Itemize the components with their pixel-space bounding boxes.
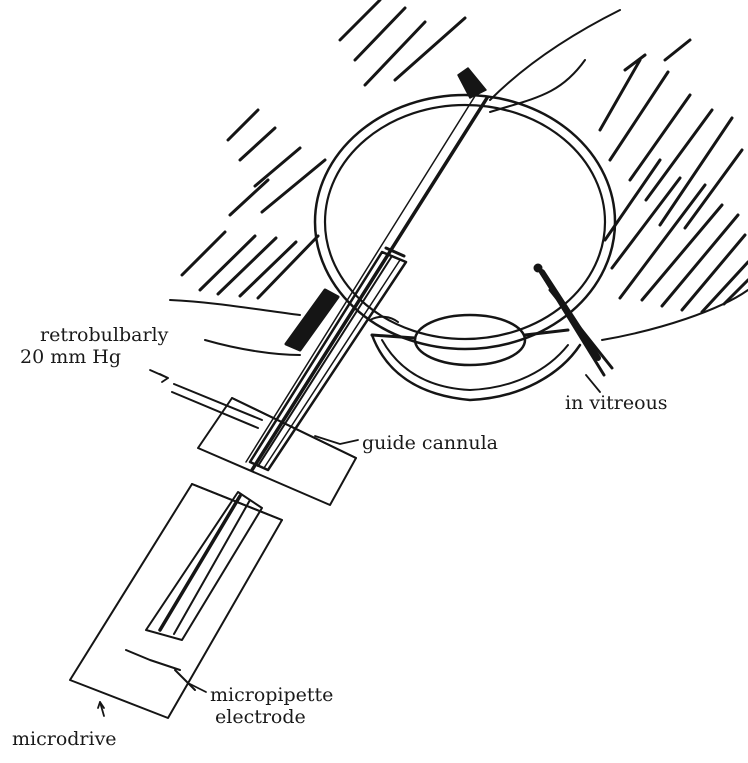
label-guide-cannula: guide cannula (362, 432, 498, 454)
label-micropipette: micropipette (210, 684, 333, 706)
label-retrobulbarly: retrobulbarly (40, 324, 168, 346)
retrobulbar-tube (172, 290, 338, 428)
label-electrode: electrode (215, 706, 306, 728)
microdrive-housing (70, 484, 282, 718)
cannula-block (198, 398, 356, 505)
orbit-hatching-left (182, 0, 465, 298)
label-in-vitreous: in vitreous (565, 392, 668, 414)
label-microdrive: microdrive (12, 728, 117, 750)
vitreous-needle (534, 264, 612, 375)
label-pressure: 20 mm Hg (20, 346, 121, 368)
head-contours (170, 10, 748, 355)
leader-lines (98, 370, 600, 716)
orbit-hatching-right (600, 40, 748, 312)
